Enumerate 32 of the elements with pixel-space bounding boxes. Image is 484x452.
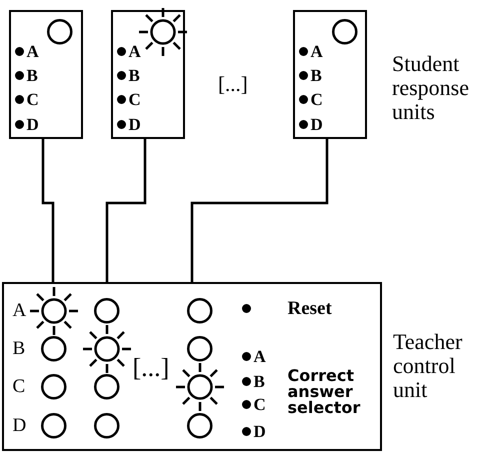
option-letter: A xyxy=(310,43,323,60)
option-letter: A xyxy=(254,348,266,365)
reset-label: Reset xyxy=(288,299,332,318)
option-letter: B xyxy=(128,67,140,84)
connecting-wire xyxy=(190,139,328,282)
row-letter: B xyxy=(12,339,26,358)
student-response-unit xyxy=(293,10,367,139)
row-letter: A xyxy=(12,301,26,320)
option-letter: D xyxy=(128,116,141,133)
option-letter: C xyxy=(254,396,266,413)
option-letter: D xyxy=(26,116,39,133)
option-letter: B xyxy=(254,373,265,390)
ellipsis-text: [...] xyxy=(132,354,170,380)
student-response-unit xyxy=(9,10,83,139)
option-letter: B xyxy=(26,67,38,84)
row-letter: D xyxy=(12,416,26,435)
option-letter: D xyxy=(254,423,266,440)
teacher-control-unit xyxy=(2,282,382,451)
option-letter: C xyxy=(26,91,39,108)
unit-caption: Student response units xyxy=(392,52,470,124)
row-letter: C xyxy=(12,377,26,396)
option-letter: A xyxy=(26,43,39,60)
selector-label: Correct answer selector xyxy=(288,368,362,416)
connecting-wire xyxy=(106,139,146,282)
connecting-wire xyxy=(42,139,54,282)
option-letter: B xyxy=(310,67,322,84)
unit-caption: Teacher control unit xyxy=(393,330,464,402)
ellipsis-text: [...] xyxy=(218,74,248,94)
option-letter: C xyxy=(310,91,323,108)
option-letter: D xyxy=(310,116,323,133)
option-letter: C xyxy=(128,91,141,108)
option-letter: A xyxy=(128,43,141,60)
